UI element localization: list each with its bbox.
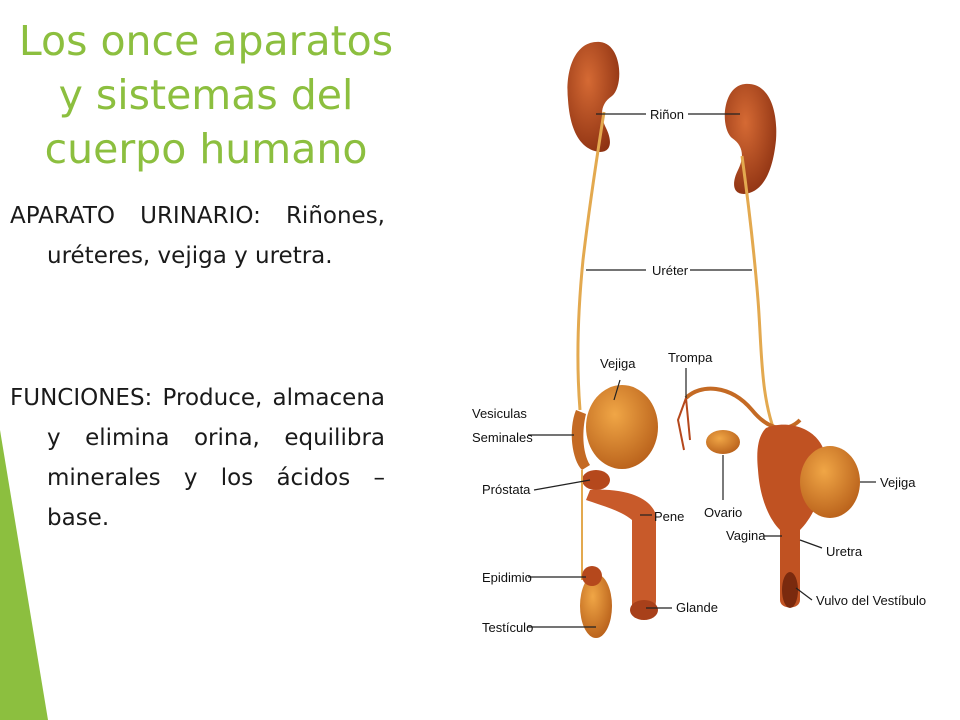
penis (586, 489, 656, 618)
male-bladder (586, 385, 658, 469)
label-glans: Glande (676, 600, 718, 615)
right-kidney (724, 83, 777, 194)
label-vagina: Vagina (726, 528, 766, 543)
label-male-bladder: Vejiga (600, 356, 636, 371)
right-ureter (740, 155, 780, 441)
glans (630, 600, 658, 620)
left-kidney (567, 41, 620, 152)
ovary (706, 430, 740, 454)
seminal-vesicle (571, 410, 590, 470)
testicle (580, 574, 612, 638)
label-ureter: Uréter (652, 263, 689, 278)
epididymis (582, 566, 602, 586)
label-female-bladder: Vejiga (880, 475, 916, 490)
label-seminal: Seminales (472, 430, 533, 445)
label-penis: Pene (654, 509, 684, 524)
label-vesicles: Vesiculas (472, 406, 527, 421)
system-paragraph: APARATO URINARIO: Riñones, uréteres, vej… (10, 203, 385, 269)
urinary-system-diagram: Riñon Uréter Vejiga Trompa Vesiculas Sem… (472, 41, 926, 638)
label-prostate: Próstata (482, 482, 531, 497)
accent-triangle (0, 430, 48, 720)
female-bladder (800, 446, 860, 518)
prostate (582, 470, 610, 490)
functions-paragraph: FUNCIONES: Produce, almacena y elimina o… (10, 385, 385, 531)
label-fallopian-tube: Trompa (668, 350, 713, 365)
fallopian-tube (684, 386, 802, 430)
page-title: Los once aparatos y sistemas del cuerpo … (18, 17, 394, 173)
label-vestibule: Vulvo del Vestíbulo (816, 593, 926, 608)
left-ureter (576, 111, 606, 411)
label-ovary: Ovario (704, 505, 742, 520)
label-urethra: Uretra (826, 544, 863, 559)
label-epididymis: Epidimio (482, 570, 532, 585)
label-kidney: Riñon (650, 107, 684, 122)
label-testicle: Testículo (482, 620, 533, 635)
